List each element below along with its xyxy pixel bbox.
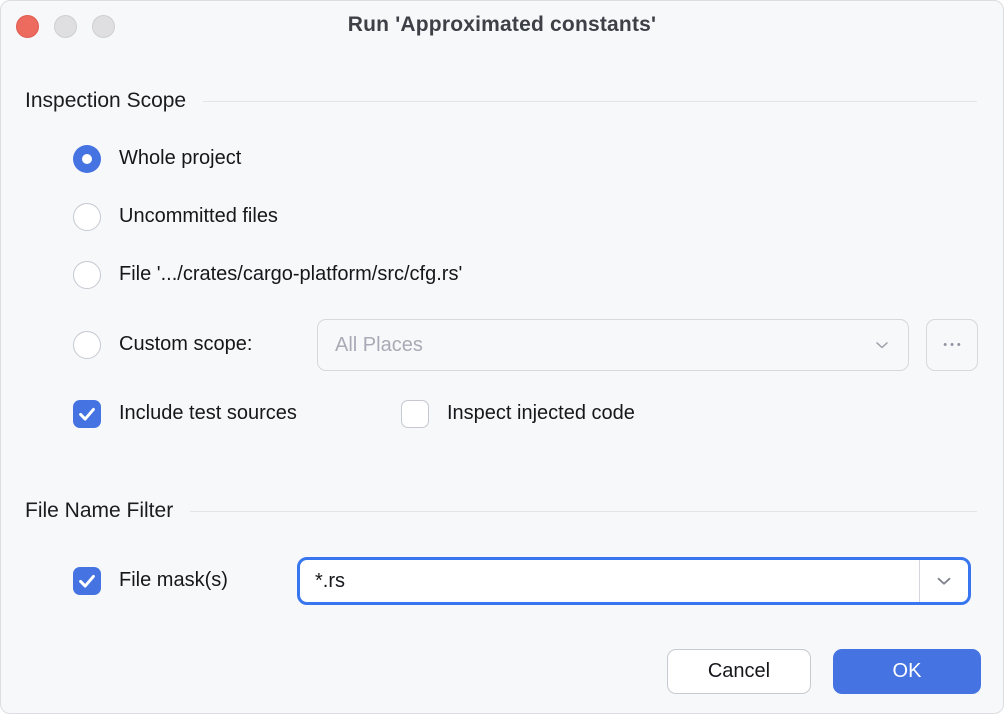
window-controls	[16, 15, 115, 38]
ok-button[interactable]: OK	[833, 649, 981, 694]
file-mask-combobox	[297, 557, 971, 605]
uncommitted-files-radio[interactable]	[73, 203, 101, 231]
whole-project-radio[interactable]	[73, 145, 101, 173]
current-file-label[interactable]: File '.../crates/cargo-platform/src/cfg.…	[119, 263, 463, 285]
zoom-button[interactable]	[92, 15, 115, 38]
close-button[interactable]	[16, 15, 39, 38]
combo-separator	[919, 560, 920, 602]
radio-row-uncommitted-files: Uncommitted files	[1, 202, 1003, 232]
window-title: Run 'Approximated constants'	[347, 13, 657, 36]
custom-scope-select[interactable]: All Places	[317, 319, 909, 371]
file-name-filter-section-header: File Name Filter	[25, 499, 977, 523]
inspect-injected-code-label[interactable]: Inspect injected code	[447, 402, 635, 424]
check-icon	[79, 407, 95, 421]
titlebar: Run 'Approximated constants'	[1, 1, 1003, 53]
current-file-radio[interactable]	[73, 261, 101, 289]
custom-scope-label[interactable]: Custom scope:	[119, 333, 253, 355]
cancel-button[interactable]: Cancel	[667, 649, 811, 694]
file-name-filter-title: File Name Filter	[25, 499, 174, 522]
whole-project-label[interactable]: Whole project	[119, 147, 242, 169]
section-divider	[203, 100, 977, 102]
custom-scope-radio[interactable]	[73, 331, 101, 359]
inspect-injected-code-checkbox[interactable]	[401, 400, 429, 428]
check-icon	[79, 574, 95, 588]
inspection-scope-section-header: Inspection Scope	[25, 89, 977, 113]
custom-scope-value: All Places	[335, 333, 423, 356]
file-mask-checkbox[interactable]	[73, 567, 101, 595]
file-mask-dropdown-button[interactable]	[920, 560, 968, 602]
radio-row-whole-project: Whole project	[1, 144, 1003, 174]
browse-scopes-button[interactable]: •••	[926, 319, 978, 371]
custom-scope-row: Custom scope: All Places •••	[1, 319, 1003, 371]
section-divider	[190, 510, 977, 512]
radio-row-current-file: File '.../crates/cargo-platform/src/cfg.…	[1, 260, 1003, 290]
minimize-button[interactable]	[54, 15, 77, 38]
inspection-scope-title: Inspection Scope	[25, 89, 187, 112]
scope-options-row: Include test sources Inspect injected co…	[1, 400, 1003, 430]
chevron-down-icon	[856, 335, 908, 355]
file-mask-row: File mask(s)	[1, 557, 1003, 605]
uncommitted-files-label[interactable]: Uncommitted files	[119, 205, 278, 227]
include-test-sources-label[interactable]: Include test sources	[119, 402, 297, 424]
include-test-sources-checkbox[interactable]	[73, 400, 101, 428]
file-mask-label[interactable]: File mask(s)	[119, 569, 228, 591]
file-mask-input[interactable]	[300, 560, 919, 602]
chevron-down-icon	[937, 577, 951, 585]
